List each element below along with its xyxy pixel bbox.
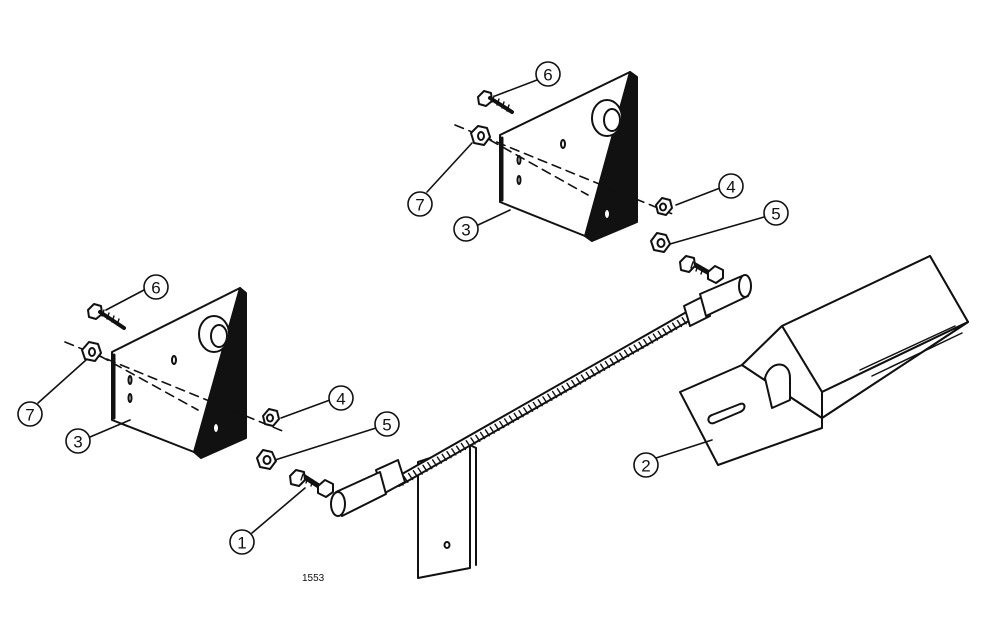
callout-label-part-1: 1 (237, 534, 246, 553)
upper-screw-6 (477, 90, 514, 114)
callout-label-upper-6: 6 (543, 66, 552, 85)
callout-label-lower-4: 4 (336, 390, 345, 409)
callout-circle-upper-5 (763, 200, 789, 226)
lower-nut-4 (262, 408, 280, 427)
callout-circles (17, 61, 789, 555)
upper-rod-end (679, 255, 752, 327)
lower-screw-6 (87, 303, 126, 330)
callout-label-upper-7: 7 (415, 196, 424, 215)
lower-nut-5 (256, 449, 277, 470)
callout-circle-upper-6 (535, 61, 561, 87)
upper-nut-4 (655, 197, 673, 216)
callout-circle-upper-4 (718, 173, 744, 199)
callout-label-upper-4: 4 (726, 178, 735, 197)
callout-circle-lower-3 (65, 428, 91, 454)
callout-circle-upper-7 (407, 191, 433, 217)
callout-label-lower-3: 3 (73, 433, 82, 452)
callout-circle-part-2 (633, 452, 659, 478)
lower-rod-end (289, 459, 406, 517)
upper-nut-7 (470, 125, 491, 146)
callout-circle-upper-3 (453, 216, 479, 242)
lower-mounting-bracket (111, 287, 247, 459)
callout-circle-part-1 (229, 529, 255, 555)
callout-circle-lower-5 (374, 411, 400, 437)
upper-mounting-bracket (499, 71, 638, 242)
callout-label-upper-3: 3 (461, 221, 470, 240)
upper-assembly-axis-line (454, 124, 676, 216)
callout-label-lower-6: 6 (151, 279, 160, 298)
linkage-rod-assembly (289, 255, 752, 579)
upper-nut-5 (650, 232, 671, 253)
callout-label-lower-5: 5 (382, 416, 391, 435)
callout-label-upper-5: 5 (771, 205, 780, 224)
callout-circle-lower-6 (143, 274, 169, 300)
callout-label-part-2: 2 (641, 457, 650, 476)
lower-nut-7 (81, 341, 102, 362)
callout-circle-lower-7 (17, 401, 43, 427)
callout-circle-lower-4 (328, 385, 354, 411)
cover-shroud (679, 255, 969, 466)
figure-id-label: 1553 (302, 573, 325, 584)
leader-lines (37, 79, 765, 534)
callout-label-lower-7: 7 (25, 406, 34, 425)
